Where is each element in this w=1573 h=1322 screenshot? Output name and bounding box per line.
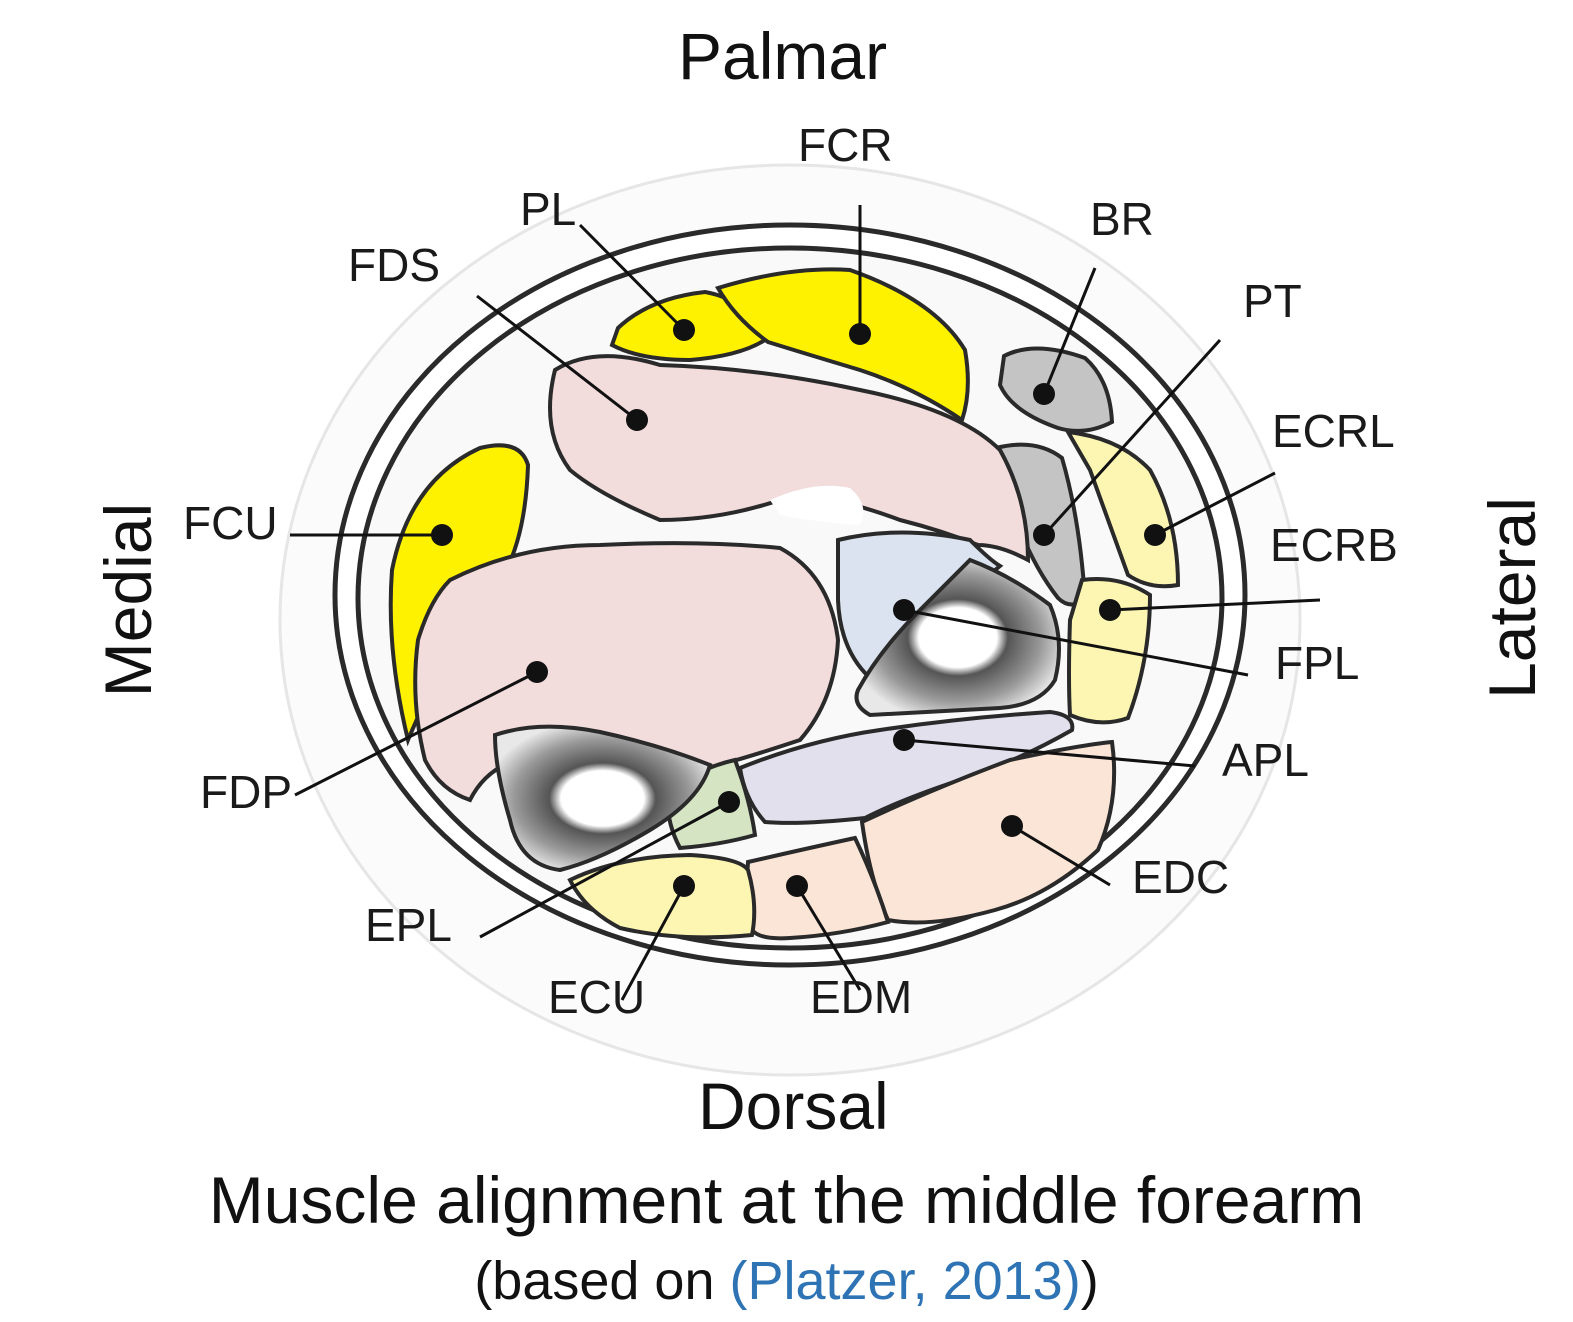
dot-fpl [893,599,915,621]
label-fpl: FPL [1275,636,1359,690]
caption-source: (based on (Platzer, 2013)) [0,1250,1573,1312]
dot-ecu [673,875,695,897]
label-ecu: ECU [548,970,645,1024]
direction-dorsal: Dorsal [698,1068,889,1144]
label-fcu: FCU [183,496,278,550]
label-pl: PL [520,182,576,236]
dot-br [1033,383,1055,405]
label-ecrb: ECRB [1270,518,1398,572]
label-pt: PT [1243,274,1302,328]
caption-suffix: ) [1081,1251,1099,1311]
dot-edc [1001,815,1023,837]
label-fcr: FCR [798,118,893,172]
dot-ecrl [1144,524,1166,546]
direction-palmar: Palmar [678,18,887,94]
dot-fcr [849,323,871,345]
label-apl: APL [1222,733,1309,787]
label-fdp: FDP [200,765,292,819]
dot-fcu [431,524,453,546]
label-fds: FDS [348,238,440,292]
citation-link[interactable]: (Platzer, 2013) [730,1251,1081,1311]
caption-title: Muscle alignment at the middle forearm [0,1162,1573,1238]
dot-pl [673,319,695,341]
label-br: BR [1090,192,1154,246]
label-ecrl: ECRL [1272,404,1395,458]
dot-epl [718,791,740,813]
direction-lateral: Lateral [1474,497,1550,699]
label-edm: EDM [810,970,912,1024]
dot-fds [626,409,648,431]
dot-ecrb [1099,599,1121,621]
dot-apl [893,729,915,751]
dot-fdp [526,661,548,683]
label-edc: EDC [1132,850,1229,904]
direction-medial: Medial [90,503,166,697]
caption-prefix: (based on [474,1251,729,1311]
label-epl: EPL [365,898,452,952]
dot-pt [1033,524,1055,546]
dot-edm [786,875,808,897]
